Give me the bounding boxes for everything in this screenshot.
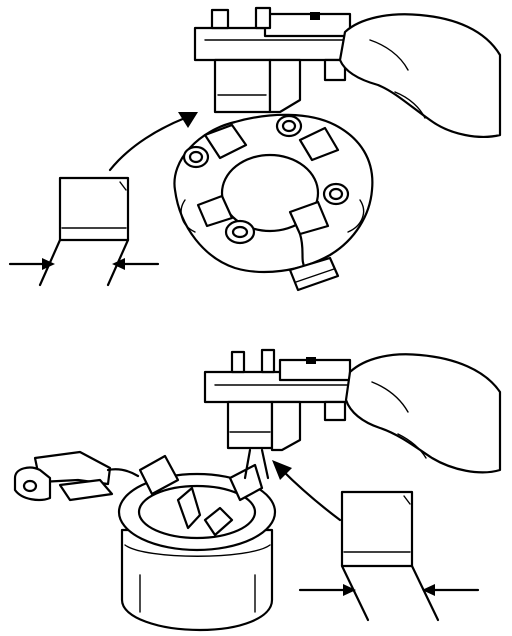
pointer-arrow-icon [108,112,198,172]
brush-icon [288,256,340,292]
hand-icon [344,353,502,474]
dimension-arrow-icon [422,584,480,596]
dimension-arrow-icon [8,258,55,270]
top-panel [8,6,502,292]
brush-holder-box [288,200,330,236]
brush-icon [58,176,130,242]
brush-holder-box [298,126,340,162]
brush-holder-box [138,454,180,496]
brush-holder-box [203,123,248,160]
spring-post-icon [182,145,210,169]
dimension-arrow-icon [112,258,160,270]
lead-wire [13,450,140,502]
dimension-arrow-icon [298,584,356,596]
pointer-arrow-icon [272,460,342,522]
hand-icon [338,13,502,138]
spring-post-icon [275,114,303,138]
yoke-cylinder [117,454,277,632]
brush-holder-plate [173,113,374,292]
bottom-panel [13,348,502,632]
spring-post-icon [224,219,256,245]
spring-post-icon [322,182,350,206]
brush-holder-box [196,194,234,228]
brush-icon [340,490,414,568]
